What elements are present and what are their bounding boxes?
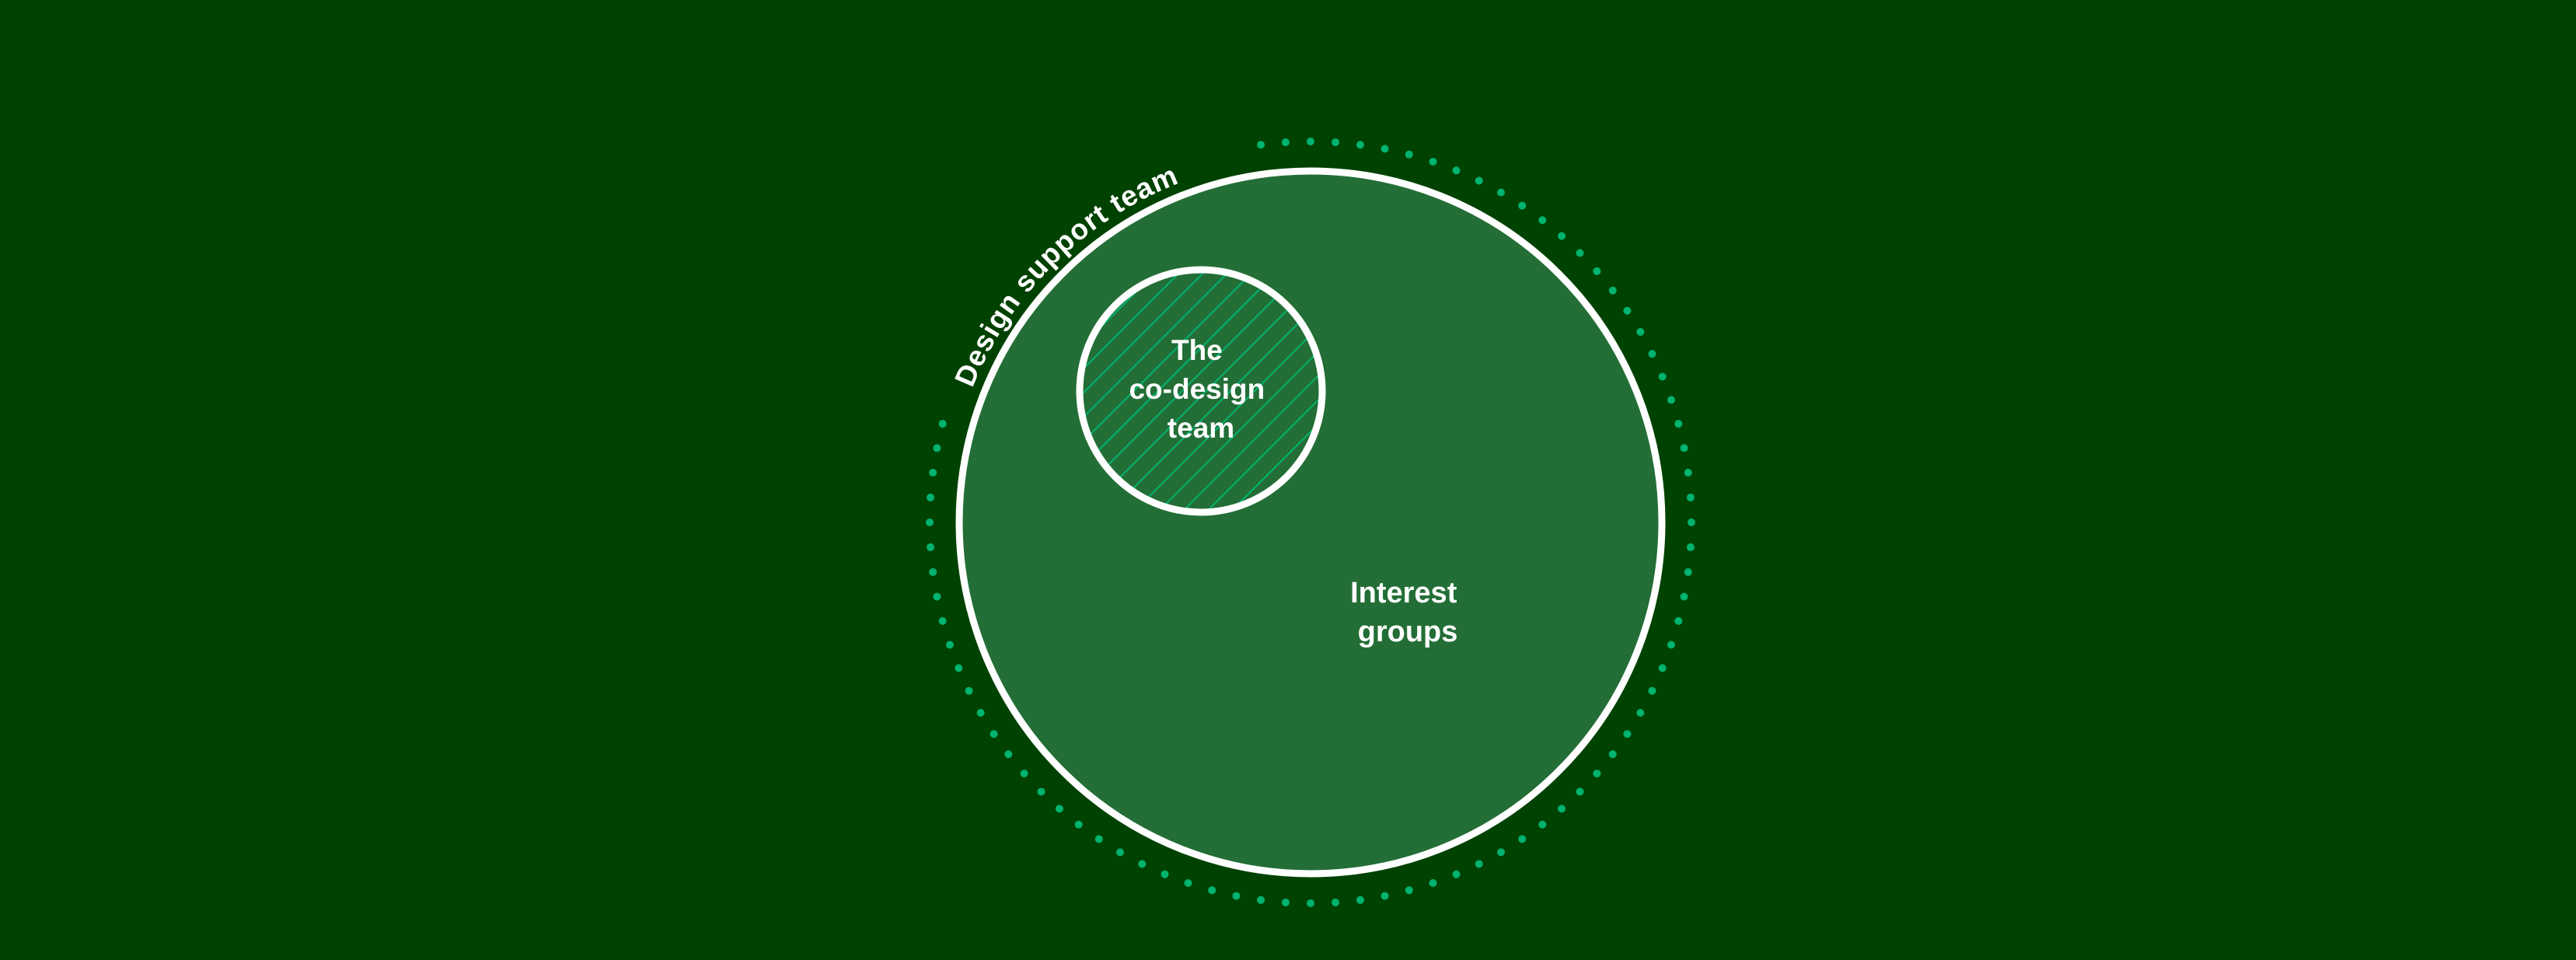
ring-dot [1497,188,1505,197]
ring-dot [1257,141,1265,149]
ring-dot [1686,543,1695,552]
ring-dot [1558,232,1566,240]
ring-dot [1380,892,1389,900]
ring-dot [955,664,963,672]
ring-dot [929,567,937,576]
ring-dot [1257,895,1265,904]
ring-dot [1636,709,1645,717]
ring-dot [990,730,998,738]
ring-dot [1674,420,1683,428]
ring-dot [1281,138,1290,147]
ring-dot [1184,878,1192,887]
ring-dot [1094,835,1103,843]
ring-dot [1452,870,1461,878]
ring-dot [1004,750,1013,759]
ring-dot [1680,592,1688,601]
ring-dot [1452,166,1461,175]
ring-dot [1686,493,1695,501]
ring-dot [1475,860,1483,868]
ring-dot [1307,899,1314,907]
ring-dot [1684,469,1692,477]
ring-dot [1208,886,1216,895]
ring-dot [927,493,935,501]
ring-dot [1020,770,1028,778]
ring-dot [965,686,973,695]
ring-dot [1429,878,1437,887]
ring-dot [1680,444,1688,452]
ring-dot [1518,201,1527,210]
ring-dot [1576,787,1584,796]
ring-dot [1138,860,1147,868]
ring-dot [1688,518,1695,526]
ring-dot [1608,286,1617,295]
ring-dot [1429,158,1437,166]
interest-groups-label: Interest groups [1350,577,1465,648]
ring-dot [1538,820,1547,829]
co-design-team-label: The co-design team [1129,334,1272,444]
ring-dot [1332,138,1340,147]
ring-dot [1636,328,1645,336]
ring-dot [1037,787,1045,796]
co-design-team-circle [1076,266,1326,516]
ring-dot [929,469,937,477]
ring-dot [1658,372,1667,381]
ring-dot [1538,216,1547,225]
ring-dot [1380,145,1389,153]
ring-dot [1684,567,1692,576]
ring-dot [1674,616,1683,625]
ring-dot [1232,892,1241,900]
ring-dot [1593,267,1601,275]
dotted-ring-design-support-team [926,138,1695,907]
ring-dot [1405,886,1413,895]
ring-dot [1648,686,1656,695]
ring-dot [1497,848,1505,857]
ring-dot [946,641,955,649]
ring-dot [1074,820,1083,829]
ring-dot [1576,249,1584,257]
ring-dot [1518,835,1527,843]
ring-dot [938,420,947,428]
ring-dot [1356,141,1364,149]
ring-dot [1667,641,1675,649]
ring-dot [927,543,935,552]
ring-dot [938,616,947,625]
ring-dot [1055,805,1063,813]
ring-dot [1608,750,1617,759]
ring-dot [1405,150,1413,159]
ring-dot [1332,898,1340,906]
ring-dot [926,518,934,526]
ring-dot [1356,895,1364,904]
ring-dot [1161,870,1169,878]
ring-dot [1116,848,1124,857]
ring-dot [1658,664,1667,672]
ring-dot [1281,898,1290,906]
ring-dot [1667,396,1675,404]
ring-dot [976,709,985,717]
ring-dot [1593,770,1601,778]
ring-dot [1623,730,1632,738]
ring-dot [1648,350,1656,358]
ring-dot [1558,805,1566,813]
ring-dot [933,592,941,601]
ring-dot [1307,138,1314,145]
ring-dot [1475,176,1483,185]
ring-dot [933,444,941,452]
interest-groups-circle [955,167,1666,878]
ring-dot [1623,306,1632,315]
